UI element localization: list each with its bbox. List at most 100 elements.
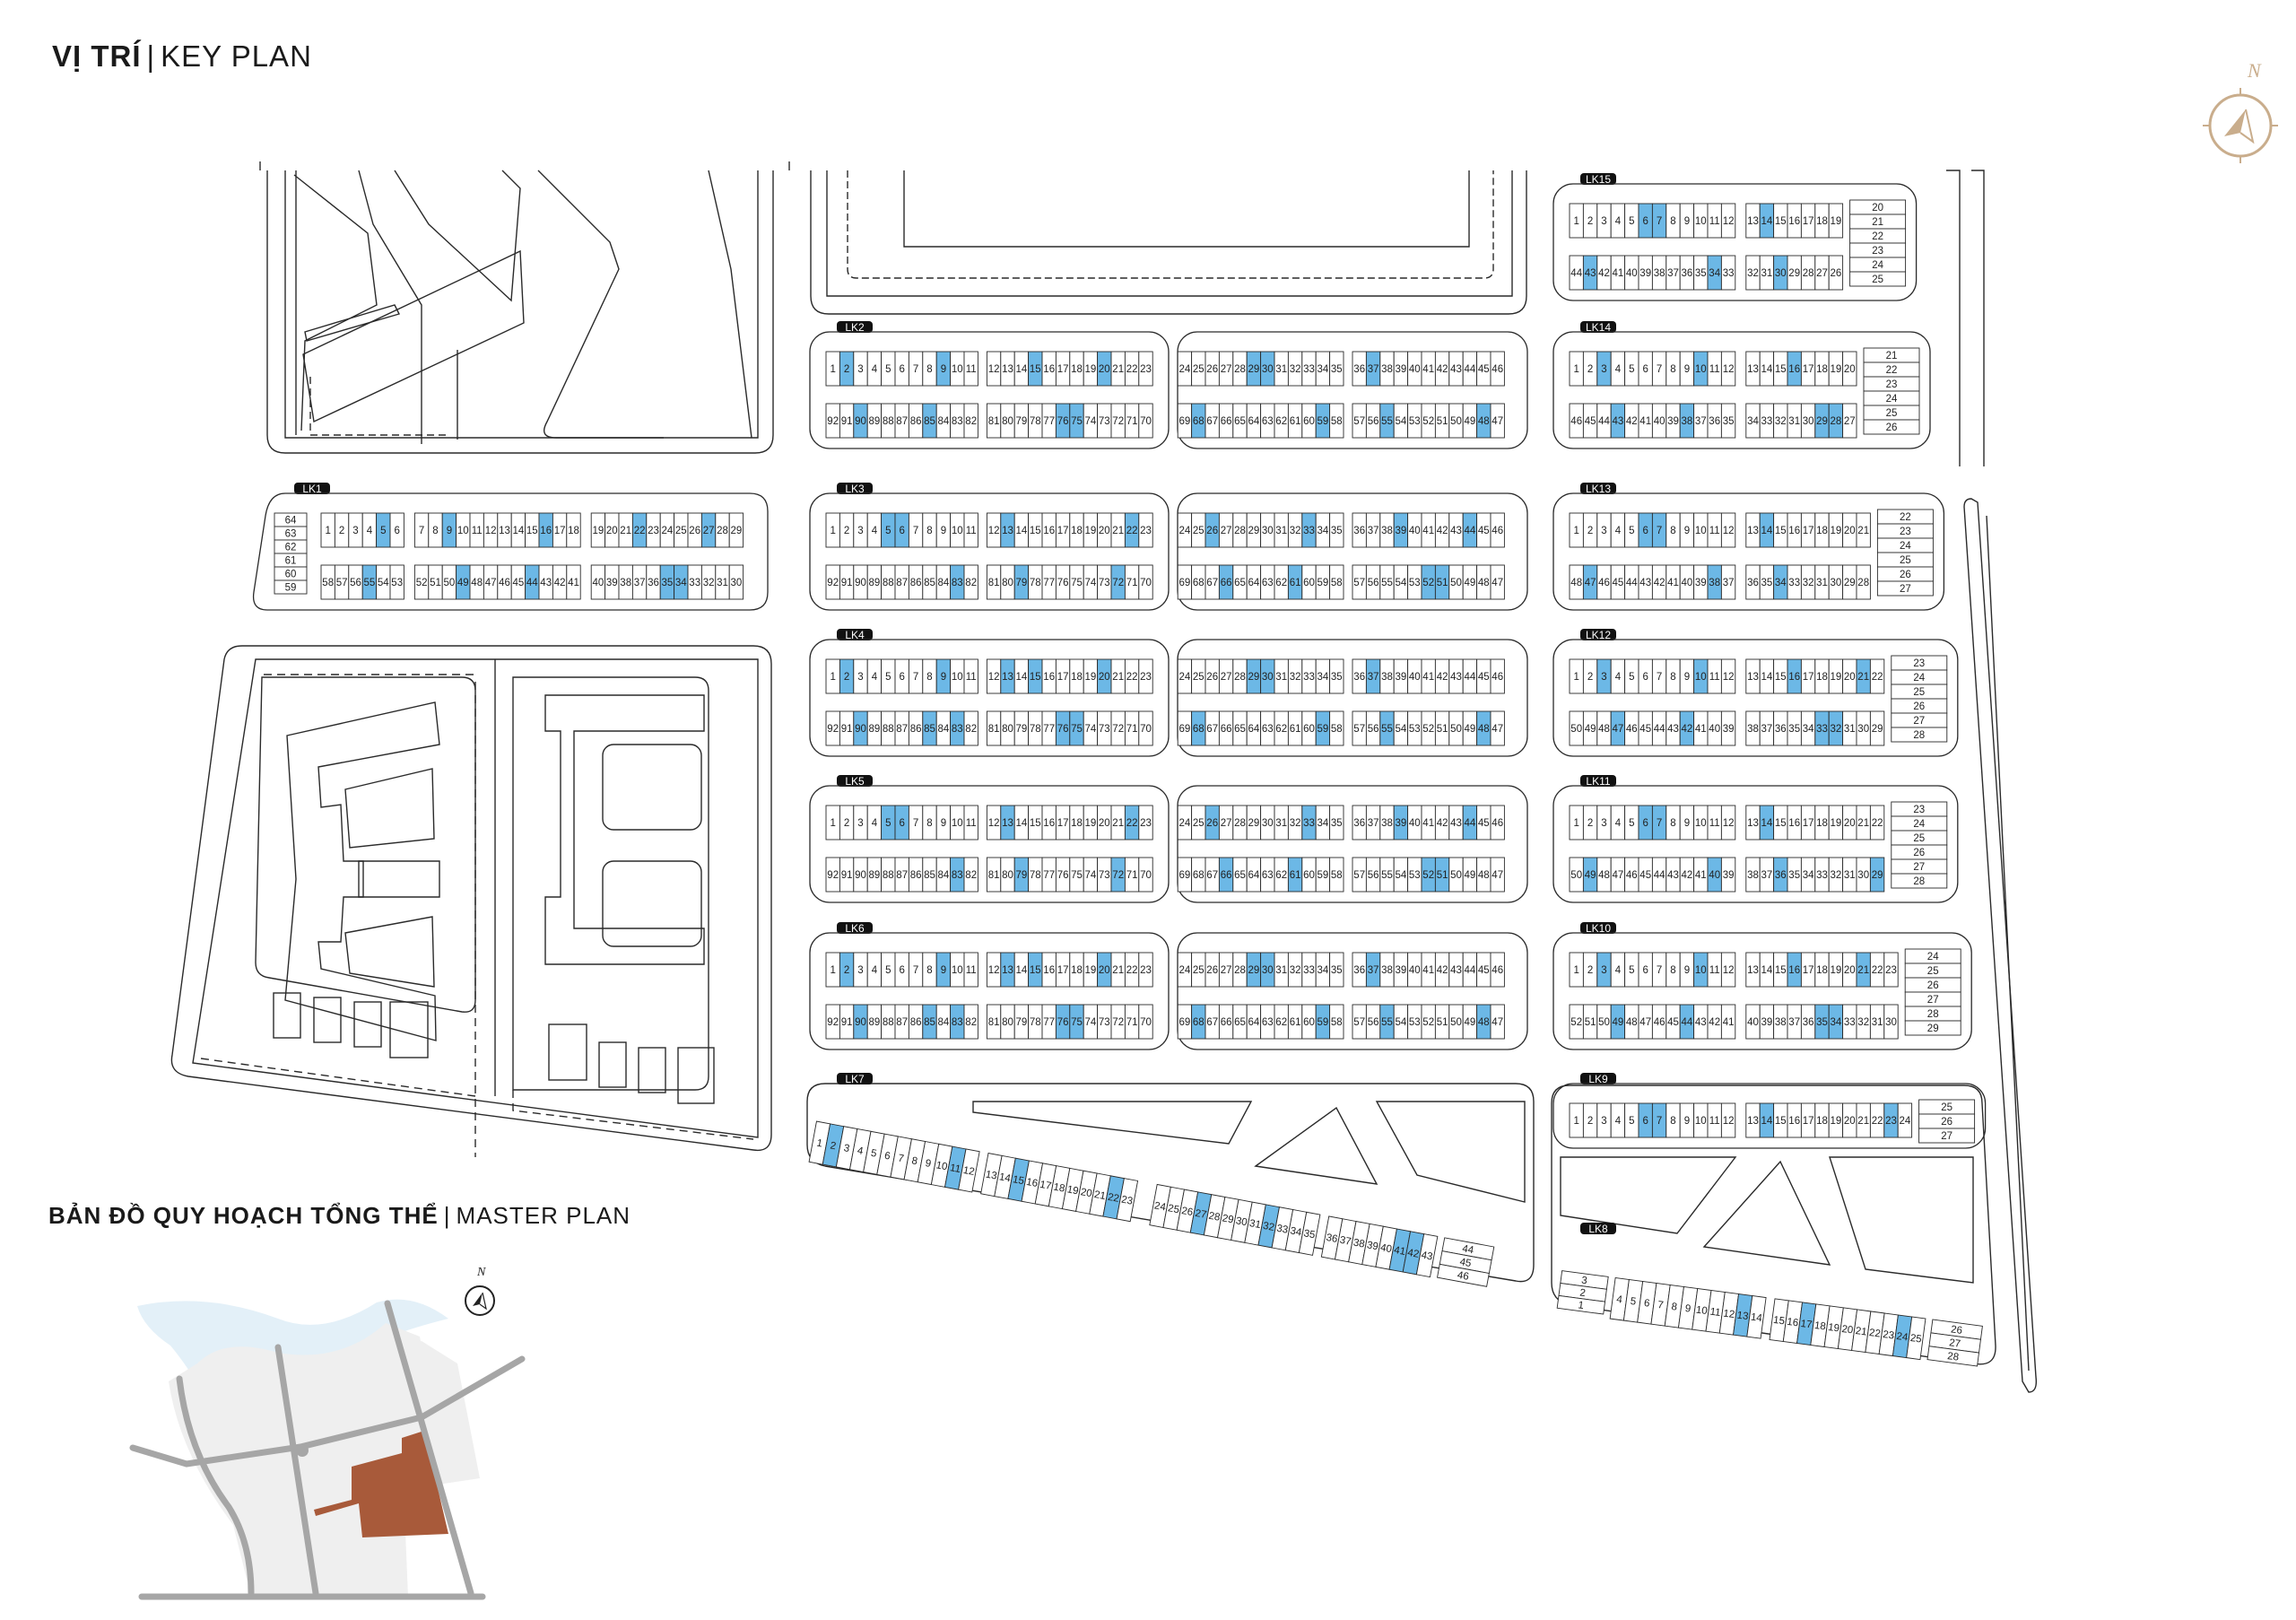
lot[interactable]: 10 <box>1693 952 1709 988</box>
lot[interactable]: 28 <box>1904 1006 1961 1022</box>
lot[interactable]: 15 <box>1028 512 1043 548</box>
lot[interactable]: 14 <box>1759 658 1775 694</box>
lot[interactable]: 41 <box>566 564 581 600</box>
lot[interactable]: 13 <box>1745 805 1761 840</box>
lot[interactable]: 8 <box>922 805 937 840</box>
lot[interactable]: 32 <box>1287 351 1303 387</box>
lot[interactable]: 30 <box>1828 564 1844 600</box>
lot[interactable]: 19 <box>1083 658 1099 694</box>
lot[interactable]: 34 <box>1707 255 1722 291</box>
lot[interactable]: 35 <box>1787 857 1802 893</box>
lot[interactable]: 20 <box>1097 952 1112 988</box>
lot[interactable]: 26 <box>1205 805 1220 840</box>
lot[interactable]: 6 <box>1638 351 1653 387</box>
lot[interactable]: 35 <box>1329 658 1344 694</box>
lot[interactable]: 80 <box>1000 710 1015 746</box>
lot[interactable]: 79 <box>1013 403 1030 439</box>
lot[interactable]: 5 <box>881 351 896 387</box>
lot[interactable]: 25 <box>674 512 689 548</box>
lot[interactable]: 89 <box>866 564 883 600</box>
lot[interactable]: 5 <box>1624 952 1639 988</box>
lot[interactable]: 17 <box>1800 512 1816 548</box>
lot[interactable]: 45 <box>1439 1250 1492 1275</box>
lot[interactable]: 41 <box>1421 512 1436 548</box>
lot[interactable]: 56 <box>1365 857 1381 893</box>
lot[interactable]: 9 <box>935 351 952 387</box>
lot[interactable]: 18 <box>1814 952 1830 988</box>
lot[interactable]: 32 <box>1800 564 1816 600</box>
lot[interactable]: 42 <box>1596 255 1612 291</box>
lot[interactable]: 38 <box>1679 403 1695 439</box>
lot[interactable]: 18 <box>1814 351 1830 387</box>
lot[interactable]: 48 <box>1476 1004 1492 1040</box>
lot[interactable]: 33 <box>1301 351 1317 387</box>
lot[interactable]: 39 <box>1393 805 1409 840</box>
lot[interactable]: 3 <box>1596 658 1612 694</box>
lot[interactable]: 22 <box>1124 805 1140 840</box>
lot[interactable]: 10 <box>930 1143 953 1188</box>
lot[interactable]: 37 <box>1665 255 1681 291</box>
lot[interactable]: 2 <box>1582 351 1598 387</box>
lot[interactable]: 5 <box>1624 203 1639 239</box>
lot[interactable]: 16 <box>1041 658 1057 694</box>
lot[interactable]: 58 <box>1329 403 1344 439</box>
lot[interactable]: 3 <box>853 351 868 387</box>
lot[interactable]: 84 <box>935 710 952 746</box>
lot[interactable]: 37 <box>1365 351 1381 387</box>
lot[interactable]: 21 <box>1863 347 1920 363</box>
lot[interactable]: 12 <box>1720 512 1736 548</box>
lot[interactable]: 84 <box>935 857 952 893</box>
lot[interactable]: 9 <box>441 512 457 548</box>
lot[interactable]: 45 <box>1476 952 1492 988</box>
lot[interactable]: 23 <box>1891 655 1948 671</box>
lot[interactable]: 33 <box>1787 564 1802 600</box>
lot[interactable]: 23 <box>1849 242 1907 258</box>
lot[interactable]: 19 <box>590 512 606 548</box>
lot[interactable]: 34 <box>1315 351 1331 387</box>
lot[interactable]: 39 <box>604 564 620 600</box>
lot[interactable]: 12 <box>1720 351 1736 387</box>
lot[interactable]: 31 <box>715 564 730 600</box>
lot[interactable]: 44 <box>1596 403 1612 439</box>
lot[interactable]: 28 <box>1828 403 1844 439</box>
lot[interactable]: 58 <box>1329 710 1344 746</box>
lot[interactable]: 37 <box>1365 952 1381 988</box>
lot[interactable]: 32 <box>1287 805 1303 840</box>
lot[interactable]: 44 <box>1462 805 1478 840</box>
lot[interactable]: 24 <box>659 512 675 548</box>
lot[interactable]: 82 <box>963 564 978 600</box>
lot[interactable]: 29 <box>1869 710 1885 746</box>
lot[interactable]: 14 <box>510 512 526 548</box>
lot[interactable]: 9 <box>1679 658 1695 694</box>
lot[interactable]: 51 <box>1582 1004 1598 1040</box>
lot[interactable]: 22 <box>1865 1311 1885 1355</box>
lot[interactable]: 73 <box>1097 1004 1112 1040</box>
lot[interactable]: 73 <box>1097 403 1112 439</box>
lot[interactable]: 9 <box>935 952 952 988</box>
lot[interactable]: 35 <box>1693 255 1709 291</box>
lot[interactable]: 25 <box>1162 1186 1186 1231</box>
lot[interactable]: 68 <box>1191 857 1206 893</box>
lot[interactable]: 89 <box>866 1004 883 1040</box>
lot[interactable]: 22 <box>1124 952 1140 988</box>
lot[interactable]: 43 <box>1693 1004 1709 1040</box>
lot[interactable]: 52 <box>1421 1004 1436 1040</box>
lot[interactable]: 36 <box>1707 403 1722 439</box>
lot[interactable]: 82 <box>963 710 978 746</box>
lot[interactable]: 21 <box>1110 512 1126 548</box>
lot[interactable]: 69 <box>1177 710 1193 746</box>
lot[interactable]: 6 <box>1638 805 1653 840</box>
lot[interactable]: 74 <box>1083 710 1099 746</box>
lot[interactable]: 23 <box>1138 805 1153 840</box>
lot[interactable]: 40 <box>1651 403 1667 439</box>
lot[interactable]: 3 <box>1596 512 1612 548</box>
lot[interactable]: 4 <box>1610 351 1626 387</box>
lot[interactable]: 40 <box>1679 564 1695 600</box>
lot[interactable]: 61 <box>1287 710 1303 746</box>
lot[interactable]: 78 <box>1028 564 1043 600</box>
lot[interactable]: 41 <box>1610 255 1626 291</box>
lot[interactable]: 86 <box>908 710 924 746</box>
lot[interactable]: 19 <box>1828 658 1844 694</box>
lot[interactable]: 18 <box>1810 1303 1831 1348</box>
lot[interactable]: 57 <box>1352 710 1367 746</box>
